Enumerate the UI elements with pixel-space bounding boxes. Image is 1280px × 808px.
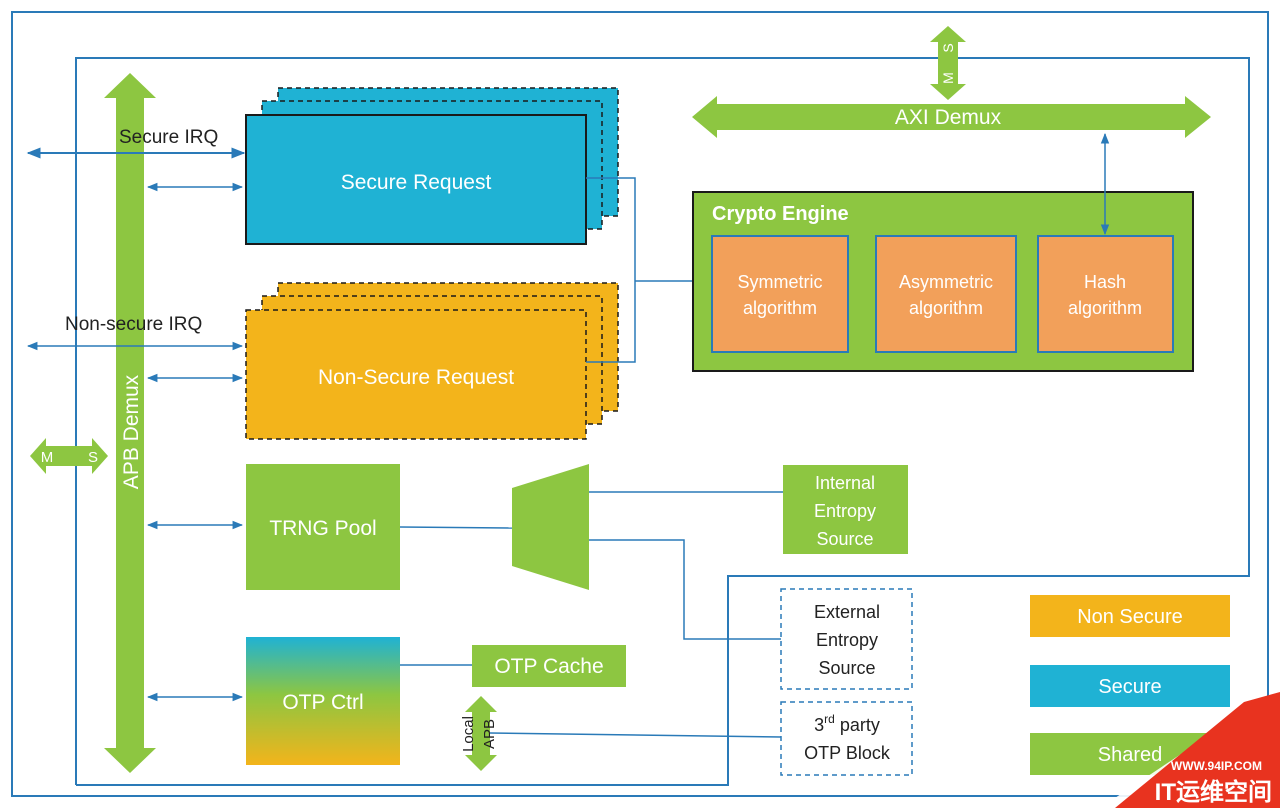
otp-cache-label: OTP Cache: [494, 655, 603, 678]
external-entropy-line3: Source: [818, 658, 875, 678]
secure-request-label: Secure Request: [341, 171, 492, 194]
watermark-url: WWW.94IP.COM: [1171, 759, 1262, 773]
otp-ctrl-label: OTP Ctrl: [282, 691, 363, 714]
external-entropy-line2: Entropy: [816, 630, 878, 650]
legend-non-secure-label: Non Secure: [1077, 606, 1183, 628]
axi-demux-arrow: [692, 96, 1211, 138]
internal-entropy-box: [783, 465, 908, 554]
symmetric-line1: Symmetric: [738, 272, 823, 292]
internal-entropy-line3: Source: [816, 529, 873, 549]
symmetric-algorithm-box: [711, 235, 849, 353]
asymmetric-line1: Asymmetric: [899, 272, 993, 292]
top-master-slave-arrow: [930, 26, 966, 100]
local-apb-line1: Local: [460, 716, 477, 752]
otp-cache-box: [472, 645, 626, 687]
top-s-label: S: [940, 43, 956, 52]
local-apb-line2: APB: [481, 719, 498, 749]
hash-algorithm-box: [1037, 235, 1174, 353]
local-apb-arrow: [465, 696, 497, 771]
otp-ctrl-box: [246, 637, 400, 765]
subsystem-boundary: [75, 57, 1250, 786]
apb-demux-arrow: [104, 73, 156, 773]
internal-entropy-line1: Internal: [815, 473, 875, 493]
non-secure-request-label: Non-Secure Request: [318, 366, 514, 389]
apb-demux-label: APB Demux: [120, 374, 143, 489]
non-secure-request-box: [245, 309, 587, 440]
watermark: WWW.94IP.COM IT运维空间: [1100, 688, 1280, 808]
legend-shared-label: Shared: [1098, 744, 1163, 766]
legend-secure-label: Secure: [1098, 676, 1161, 698]
third-party-line2: OTP Block: [804, 743, 891, 763]
non-secure-request-stack: [245, 282, 619, 440]
watermark-text: IT运维空间: [1155, 778, 1272, 806]
symmetric-line2: algorithm: [743, 298, 817, 318]
left-master-slave-arrow: [30, 438, 108, 474]
watermark-badge: [1115, 692, 1280, 808]
left-m-label: M: [41, 449, 54, 466]
top-m-label: M: [940, 72, 956, 84]
secure-request-stack: [245, 87, 619, 245]
external-entropy-line1: External: [814, 602, 880, 622]
request-bus-line: [586, 177, 636, 363]
crypto-engine-title: Crypto Engine: [712, 203, 849, 225]
outer-frame: [11, 11, 1269, 797]
external-entropy-box: [780, 588, 913, 690]
non-secure-irq-label: Non-secure IRQ: [65, 314, 202, 335]
hash-line1: Hash: [1084, 272, 1126, 292]
axi-demux-label: AXI Demux: [895, 106, 1002, 129]
trng-pool-label: TRNG Pool: [269, 517, 376, 540]
external-entropy-line: [589, 539, 781, 640]
trng-pool-box: [246, 464, 400, 590]
entropy-mux: [512, 464, 589, 590]
secure-request-box: [245, 114, 587, 245]
hash-line2: algorithm: [1068, 298, 1142, 318]
legend-secure-swatch: [1030, 665, 1230, 707]
asymmetric-algorithm-box: [875, 235, 1017, 353]
secure-irq-label: Secure IRQ: [119, 127, 218, 148]
asymmetric-line2: algorithm: [909, 298, 983, 318]
internal-entropy-line2: Entropy: [814, 501, 876, 521]
third-party-otp-box: [780, 701, 913, 776]
third-party-line1: 3rd party: [814, 712, 880, 735]
local-apb-otp-line: [489, 732, 782, 738]
trng-mux-line: [399, 526, 513, 529]
legend-non-secure-swatch: [1030, 595, 1230, 637]
left-s-label: S: [88, 449, 98, 466]
